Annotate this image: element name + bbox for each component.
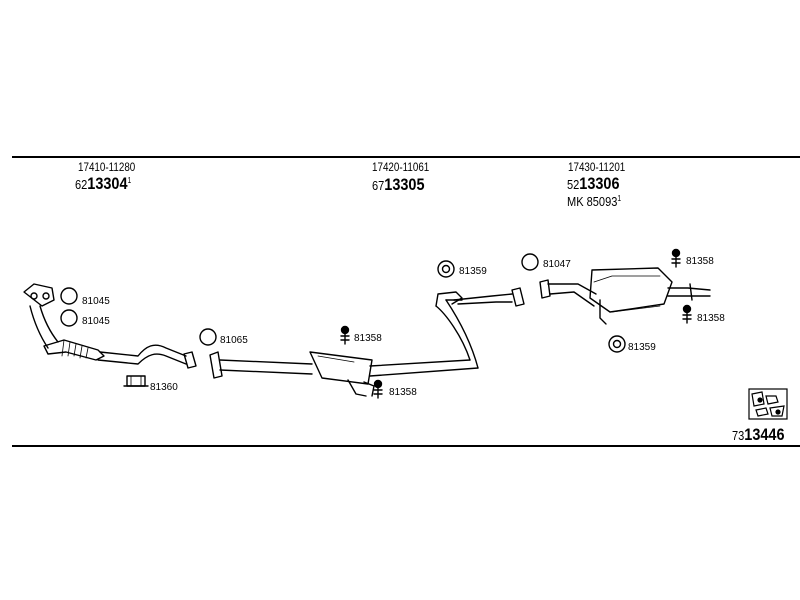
code-prefix: 52 bbox=[567, 177, 580, 192]
code-prefix: 67 bbox=[372, 178, 385, 193]
label-bolt-4: 81358 bbox=[697, 313, 725, 324]
gasket-ring-1 bbox=[60, 287, 78, 305]
mounting-kit-number: MK 85093 bbox=[567, 194, 618, 209]
code-rear-muffler: 5213306 bbox=[567, 174, 619, 194]
bolt-2 bbox=[373, 379, 383, 399]
footer-code-main: 13446 bbox=[744, 425, 785, 444]
mounting-kit-icon bbox=[748, 388, 788, 420]
bottom-divider-line bbox=[12, 445, 800, 447]
bolt-3 bbox=[671, 248, 681, 268]
code-sup: 1 bbox=[127, 176, 132, 185]
rubber-ring-1 bbox=[437, 260, 455, 278]
gasket-ring-3 bbox=[199, 328, 217, 346]
code-main: 13304 bbox=[87, 174, 128, 193]
rear-muffler-drawing bbox=[539, 267, 711, 325]
footer-code: 7313446 bbox=[732, 425, 784, 445]
bolt-4 bbox=[682, 304, 692, 324]
label-gasket-4: 81047 bbox=[543, 259, 571, 270]
label-rubber-ring-1: 81359 bbox=[459, 266, 487, 277]
top-divider-line bbox=[12, 156, 800, 158]
footer-code-prefix: 73 bbox=[732, 428, 745, 443]
code-front-pipe: 62133041 bbox=[75, 174, 131, 194]
code-main: 13306 bbox=[579, 174, 620, 193]
label-gasket-1: 81045 bbox=[82, 296, 110, 307]
rubber-mount-1 bbox=[123, 375, 149, 387]
gasket-ring-4 bbox=[521, 253, 539, 271]
code-center-pipe: 6713305 bbox=[372, 175, 424, 195]
mounting-kit-text: MK 850931 bbox=[567, 194, 621, 209]
mounting-kit-sup: 1 bbox=[617, 194, 622, 203]
code-main: 13305 bbox=[384, 175, 425, 194]
front-pipe-drawing bbox=[23, 283, 197, 369]
label-bolt-3: 81358 bbox=[686, 256, 714, 267]
center-pipe-drawing bbox=[209, 287, 525, 397]
label-gasket-2: 81045 bbox=[82, 316, 110, 327]
part-number-front-pipe: 17410-11280 bbox=[78, 160, 136, 174]
label-gasket-3: 81065 bbox=[220, 335, 248, 346]
bolt-1 bbox=[340, 325, 350, 345]
part-number-center-pipe: 17420-11061 bbox=[372, 160, 430, 174]
label-bolt-2: 81358 bbox=[389, 387, 417, 398]
part-number-rear-muffler: 17430-11201 bbox=[568, 160, 626, 174]
label-rubber-mount-1: 81360 bbox=[150, 382, 178, 393]
label-bolt-1: 81358 bbox=[354, 333, 382, 344]
code-prefix: 62 bbox=[75, 177, 88, 192]
rubber-ring-2 bbox=[608, 335, 626, 353]
gasket-ring-2 bbox=[60, 309, 78, 327]
label-rubber-ring-2: 81359 bbox=[628, 342, 656, 353]
